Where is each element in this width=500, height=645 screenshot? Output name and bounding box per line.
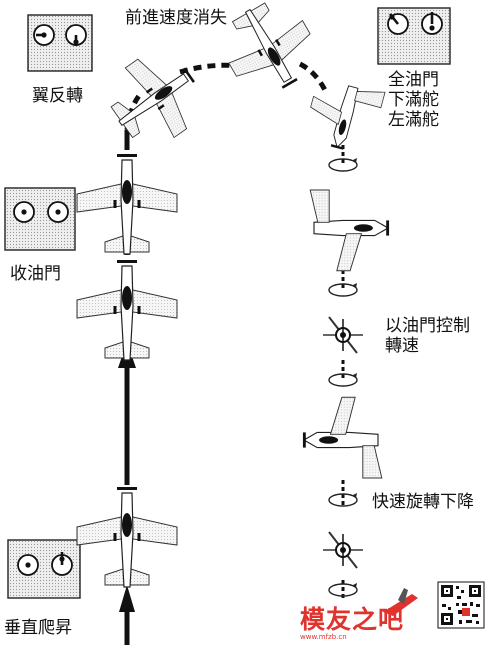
plane-arc-left — [94, 38, 216, 160]
qr-code-icon — [437, 581, 485, 629]
plane-climb-mid — [75, 258, 179, 362]
plane-spin-front-2 — [322, 531, 364, 569]
control-panel-full-throttle — [377, 7, 451, 65]
label-forward-speed-lost: 前進速度消失 — [125, 8, 227, 28]
label-throttle-control-group: 以油門控制 轉速 — [385, 316, 470, 356]
plane-spin-2 — [302, 396, 383, 479]
label-vertical-climb: 垂直爬昇 — [4, 618, 72, 638]
watermark-plane-icon — [383, 588, 418, 616]
label-wing-reversal: 翼反轉 — [32, 86, 83, 106]
label-full-throttle-group: 全油門 下滿舵 左滿舵 — [388, 70, 439, 130]
plane-stall — [301, 74, 386, 157]
watermark-text: 模友之吧 — [300, 605, 405, 634]
plane-arc-top — [209, 0, 329, 108]
watermark-url: www.mfzb.cn — [300, 633, 347, 641]
label-full-down-elevator: 下滿舵 — [388, 90, 439, 110]
plane-spin-front — [322, 316, 364, 354]
label-full-throttle: 全油門 — [388, 70, 439, 90]
plane-climb-bottom — [75, 485, 179, 589]
plane-spin-1 — [309, 189, 390, 272]
control-panel-close-throttle — [4, 187, 76, 251]
label-close-throttle: 收油門 — [10, 264, 61, 284]
label-throttle-control-2: 轉速 — [385, 336, 419, 356]
control-panel-vertical-climb — [7, 539, 81, 599]
label-fast-spin-descent: 快速旋轉下降 — [372, 492, 474, 512]
plane-climb-top — [75, 152, 179, 256]
label-throttle-control-1: 以油門控制 — [385, 316, 470, 336]
label-full-left-rudder: 左滿舵 — [388, 110, 439, 130]
control-panel-wing-reversal — [27, 14, 93, 72]
